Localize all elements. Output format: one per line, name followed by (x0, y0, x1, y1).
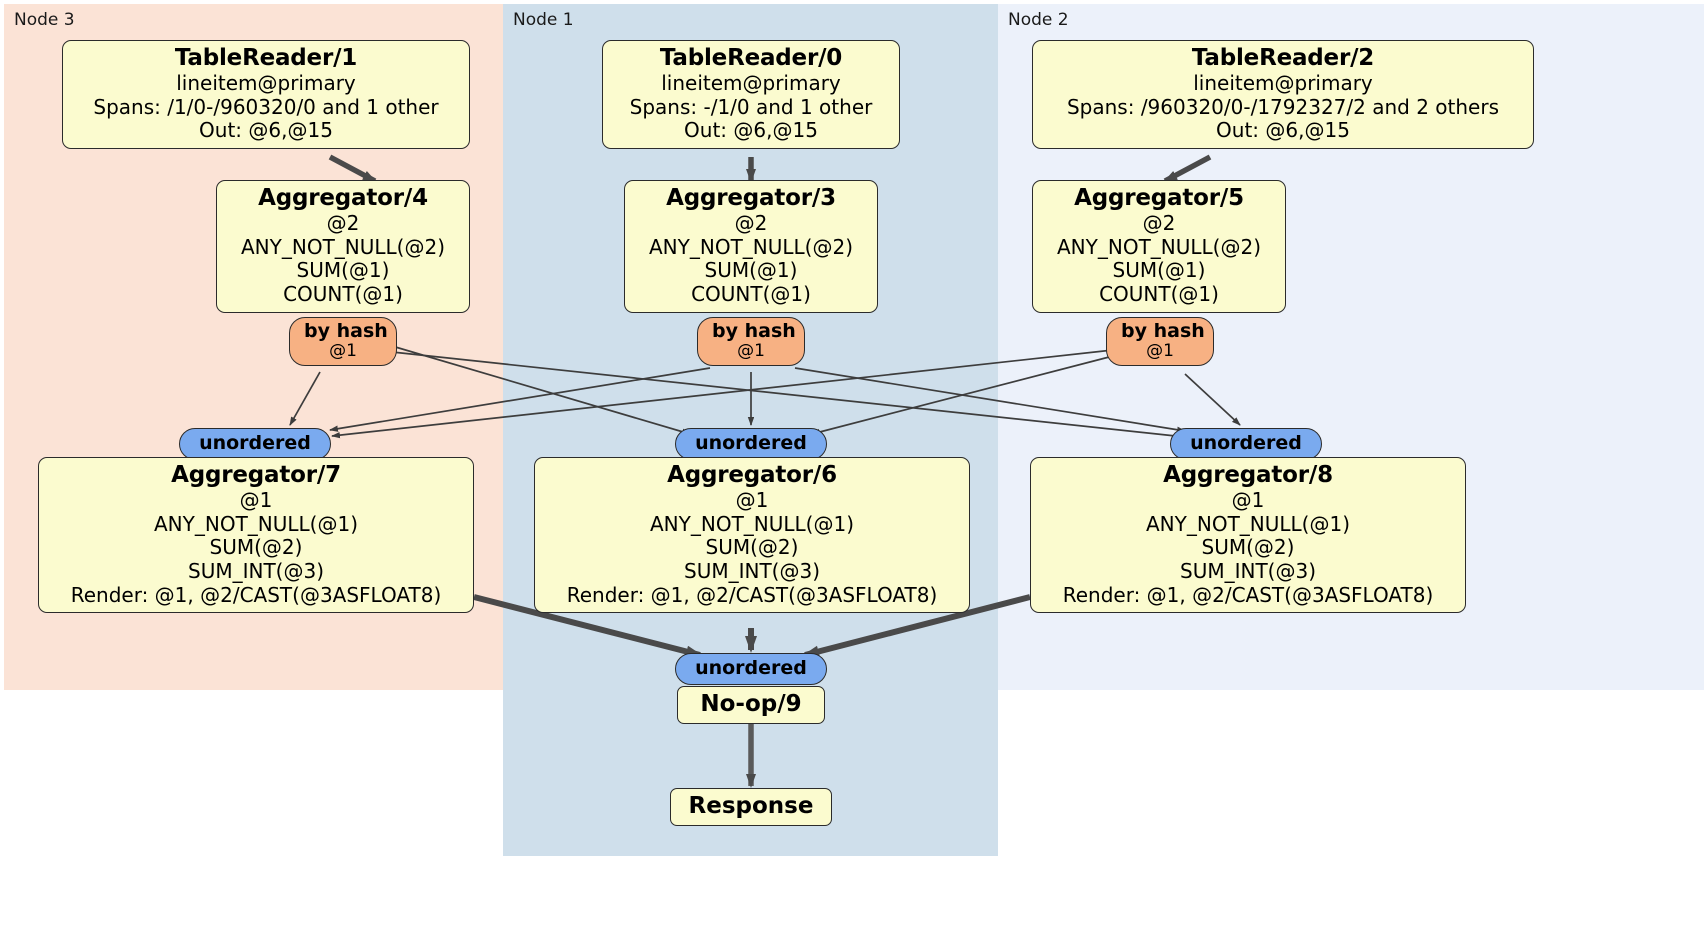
processor-detail-agg3: SUM_INT(@3) (684, 558, 820, 583)
processor-title: Aggregator/4 (258, 185, 428, 211)
processor-detail-agg1: ANY_NOT_NULL(@2) (241, 234, 445, 259)
processor-detail-agg3: COUNT(@1) (691, 281, 811, 306)
processor-detail-agg3: SUM_INT(@3) (1180, 558, 1316, 583)
router-label: by hash (304, 320, 388, 342)
processor-aggregator-4[interactable]: Aggregator/4 @2 ANY_NOT_NULL(@2) SUM(@1)… (216, 180, 470, 313)
processor-aggregator-3[interactable]: Aggregator/3 @2 ANY_NOT_NULL(@2) SUM(@1)… (624, 180, 878, 313)
processor-aggregator-7[interactable]: Aggregator/7 @1 ANY_NOT_NULL(@1) SUM(@2)… (38, 457, 474, 614)
processor-title: Aggregator/5 (1074, 185, 1244, 211)
processor-detail-agg1: ANY_NOT_NULL(@2) (1057, 234, 1261, 259)
processor-detail-groupby: @1 (1231, 488, 1265, 513)
node-panel-label-node3: Node 3 (14, 10, 75, 30)
processor-title: Aggregator/8 (1163, 462, 1333, 488)
processor-detail-spans: Spans: /1/0-/960320/0 and 1 other (93, 94, 439, 119)
processor-tablereader-0[interactable]: TableReader/0 lineitem@primary Spans: -/… (602, 40, 900, 149)
processor-detail-groupby: @2 (326, 211, 360, 236)
router-column: @1 (329, 340, 357, 361)
processor-title: Aggregator/3 (666, 185, 836, 211)
router-by-hash-center[interactable]: by hash @1 (697, 317, 805, 366)
node-panel-label-node1: Node 1 (513, 10, 574, 30)
processor-detail-spans: Spans: /960320/0-/1792327/2 and 2 others (1066, 94, 1499, 119)
processor-noop-9[interactable]: No-op/9 (677, 686, 825, 724)
synchronizer-unordered-left[interactable]: unordered (179, 428, 331, 460)
processor-detail-agg2: SUM(@2) (705, 535, 799, 560)
processor-detail-agg1: ANY_NOT_NULL(@1) (1146, 511, 1350, 536)
synchronizer-unordered-right[interactable]: unordered (1170, 428, 1322, 460)
processor-aggregator-8[interactable]: Aggregator/8 @1 ANY_NOT_NULL(@1) SUM(@2)… (1030, 457, 1466, 614)
router-by-hash-right[interactable]: by hash @1 (1106, 317, 1214, 366)
processor-response[interactable]: Response (670, 788, 832, 826)
processor-detail-out: Out: @6,@15 (684, 118, 818, 143)
node-panel-label-node2: Node 2 (1008, 10, 1069, 30)
processor-title: TableReader/1 (174, 45, 358, 71)
router-label: by hash (712, 320, 796, 342)
processor-tablereader-1[interactable]: TableReader/1 lineitem@primary Spans: /1… (62, 40, 470, 149)
processor-detail-agg3: COUNT(@1) (283, 281, 403, 306)
processor-detail-out: Out: @6,@15 (199, 118, 333, 143)
processor-aggregator-6[interactable]: Aggregator/6 @1 ANY_NOT_NULL(@1) SUM(@2)… (534, 457, 970, 614)
processor-title: Aggregator/6 (667, 462, 837, 488)
processor-detail-spans: Spans: -/1/0 and 1 other (629, 94, 873, 119)
router-by-hash-left[interactable]: by hash @1 (289, 317, 397, 366)
processor-detail-render: Render: @1, @2/CAST(@3ASFLOAT8) (1062, 582, 1434, 607)
processor-title: Aggregator/7 (171, 462, 341, 488)
processor-detail-groupby: @1 (239, 488, 273, 513)
processor-tablereader-2[interactable]: TableReader/2 lineitem@primary Spans: /9… (1032, 40, 1534, 149)
processor-detail-index: lineitem@primary (176, 71, 356, 96)
synchronizer-unordered-final[interactable]: unordered (675, 653, 827, 685)
processor-detail-index: lineitem@primary (661, 71, 841, 96)
processor-detail-agg3: COUNT(@1) (1099, 281, 1219, 306)
processor-detail-agg3: SUM_INT(@3) (188, 558, 324, 583)
processor-detail-agg1: ANY_NOT_NULL(@1) (154, 511, 358, 536)
processor-detail-groupby: @2 (1142, 211, 1176, 236)
processor-detail-agg2: SUM(@1) (704, 258, 798, 283)
processor-title: TableReader/0 (659, 45, 843, 71)
processor-detail-render: Render: @1, @2/CAST(@3ASFLOAT8) (566, 582, 938, 607)
processor-detail-groupby: @2 (734, 211, 768, 236)
processor-detail-agg1: ANY_NOT_NULL(@2) (649, 234, 853, 259)
processor-detail-render: Render: @1, @2/CAST(@3ASFLOAT8) (70, 582, 442, 607)
processor-detail-agg2: SUM(@2) (1201, 535, 1295, 560)
processor-detail-agg1: ANY_NOT_NULL(@1) (650, 511, 854, 536)
processor-title: TableReader/2 (1191, 45, 1375, 71)
processor-aggregator-5[interactable]: Aggregator/5 @2 ANY_NOT_NULL(@2) SUM(@1)… (1032, 180, 1286, 313)
synchronizer-unordered-center[interactable]: unordered (675, 428, 827, 460)
router-column: @1 (737, 340, 765, 361)
processor-detail-out: Out: @6,@15 (1216, 118, 1350, 143)
processor-detail-agg2: SUM(@1) (1112, 258, 1206, 283)
processor-detail-groupby: @1 (735, 488, 769, 513)
processor-detail-agg2: SUM(@2) (209, 535, 303, 560)
router-label: by hash (1121, 320, 1205, 342)
processor-detail-agg2: SUM(@1) (296, 258, 390, 283)
router-column: @1 (1146, 340, 1174, 361)
processor-detail-index: lineitem@primary (1193, 71, 1373, 96)
